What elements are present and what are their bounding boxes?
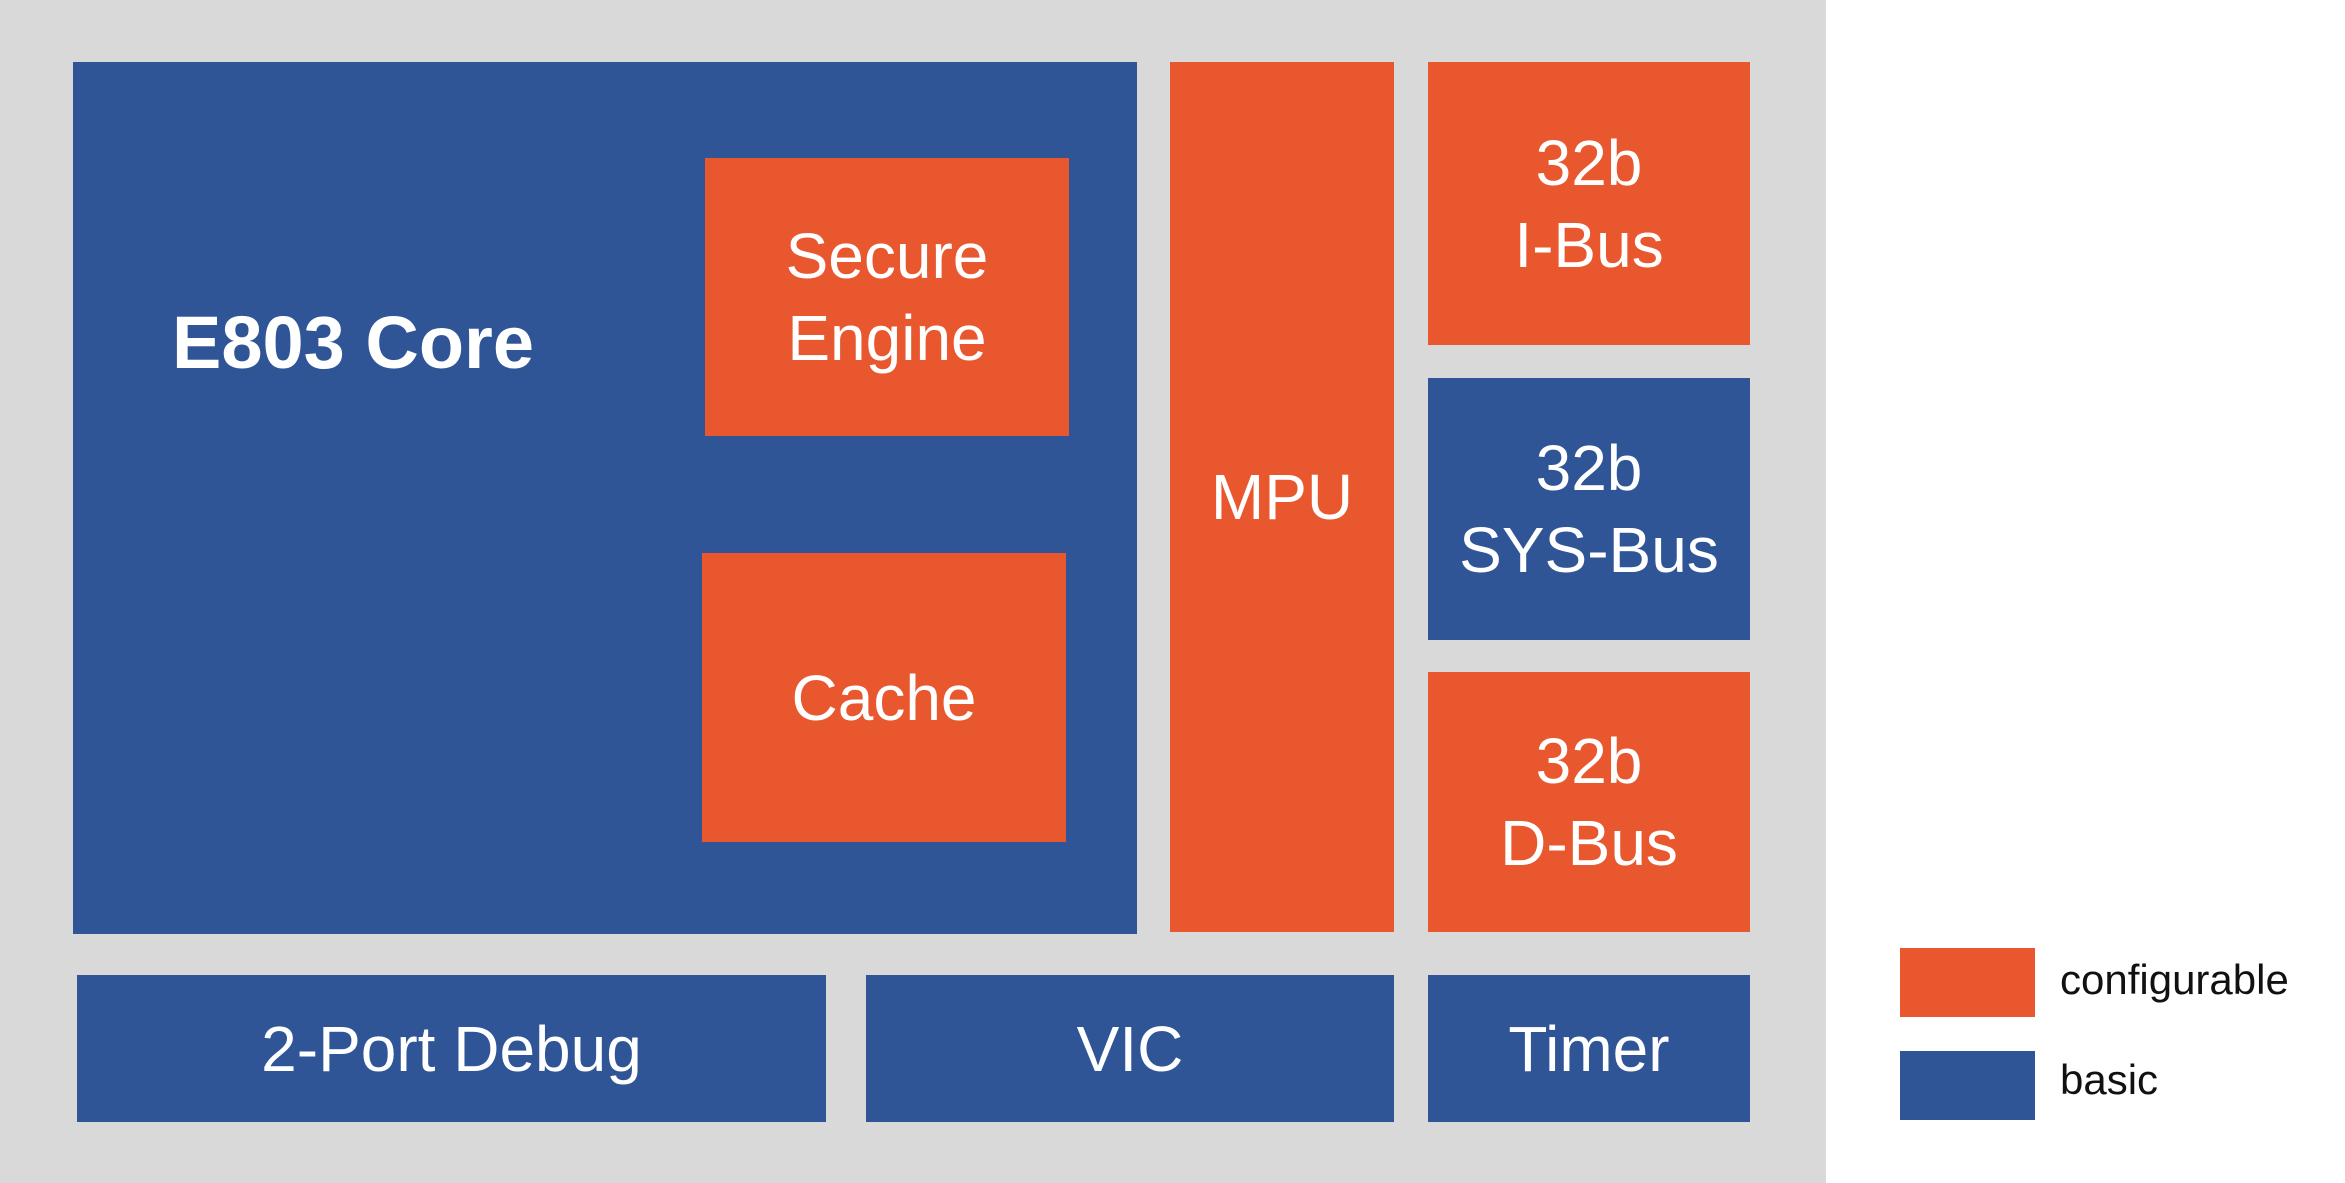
- legend-label-basic: basic: [2060, 1056, 2159, 1103]
- legend-swatch-configurable: [1900, 948, 2035, 1017]
- mpu-label: MPU: [1210, 461, 1354, 533]
- e803-core-label: E803 Core: [172, 301, 534, 384]
- d-bus-label-line1: 32b: [1535, 725, 1643, 797]
- secure-engine-label-line1: Secure: [785, 220, 989, 292]
- i-bus-block: 32b I-Bus: [1428, 62, 1750, 345]
- sys-bus-block: 32b SYS-Bus: [1428, 378, 1750, 640]
- d-bus-block: 32b D-Bus: [1428, 672, 1750, 932]
- vic-block: VIC: [866, 975, 1394, 1122]
- timer-block: Timer: [1428, 975, 1750, 1122]
- secure-engine-label-line2: Engine: [787, 302, 987, 374]
- timer-label: Timer: [1508, 1012, 1670, 1085]
- legend-swatch-basic: [1900, 1051, 2035, 1120]
- mpu-block: MPU: [1170, 62, 1394, 932]
- i-bus-label-line1: 32b: [1535, 126, 1643, 199]
- cache-label: Cache: [791, 661, 977, 734]
- debug-label: 2-Port Debug: [261, 1012, 642, 1085]
- d-bus-label-line2: D-Bus: [1500, 807, 1678, 879]
- legend-label-configurable: configurable: [2060, 956, 2289, 1003]
- vic-label: VIC: [1076, 1012, 1184, 1085]
- sys-bus-label-line2: SYS-Bus: [1459, 514, 1719, 586]
- sys-bus-label-line1: 32b: [1535, 432, 1643, 504]
- diagram-panel: E803 Core Secure Engine Cache MPU 32b I-…: [0, 0, 1826, 1183]
- debug-block: 2-Port Debug: [77, 975, 826, 1122]
- cache-block: Cache: [702, 553, 1066, 842]
- secure-engine-block: Secure Engine: [705, 158, 1069, 436]
- i-bus-label-line2: I-Bus: [1514, 208, 1664, 281]
